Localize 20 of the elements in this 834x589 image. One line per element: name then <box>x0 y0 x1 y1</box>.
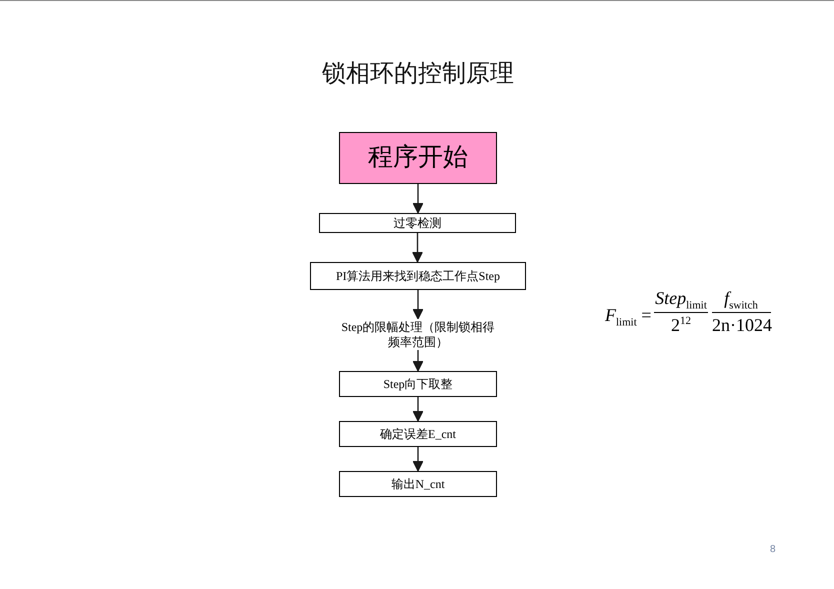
fraction-denominator: 2$^{12}$ <box>671 314 691 336</box>
process-box: 过零检测 <box>319 213 516 233</box>
process-box: Step向下取整 <box>339 371 497 397</box>
arrow <box>412 184 424 214</box>
arrow <box>412 350 424 372</box>
title: 锁相环的控制原理 <box>322 59 514 89</box>
page-number: 8 <box>770 544 776 556</box>
process-box: 确定误差E_cnt <box>339 421 497 447</box>
process-box: PI算法用来找到稳态工作点Step <box>310 262 526 290</box>
arrow <box>412 290 424 320</box>
process-box: 输出N_cnt <box>339 471 497 497</box>
fraction-numerator: f$_{switch}$ <box>724 287 758 309</box>
fraction-numerator: Step$_{limit}$ <box>655 287 707 309</box>
formula-text: F$_{limit}$ = <box>605 304 652 326</box>
arrow <box>412 233 423 262</box>
arrow <box>412 447 424 472</box>
start-box: 程序开始 <box>339 132 497 184</box>
arrow <box>412 397 424 422</box>
fraction-denominator: 2n·1024 <box>712 314 772 336</box>
process-label: Step的限幅处理（限制锁相得频率范围） <box>339 319 497 350</box>
